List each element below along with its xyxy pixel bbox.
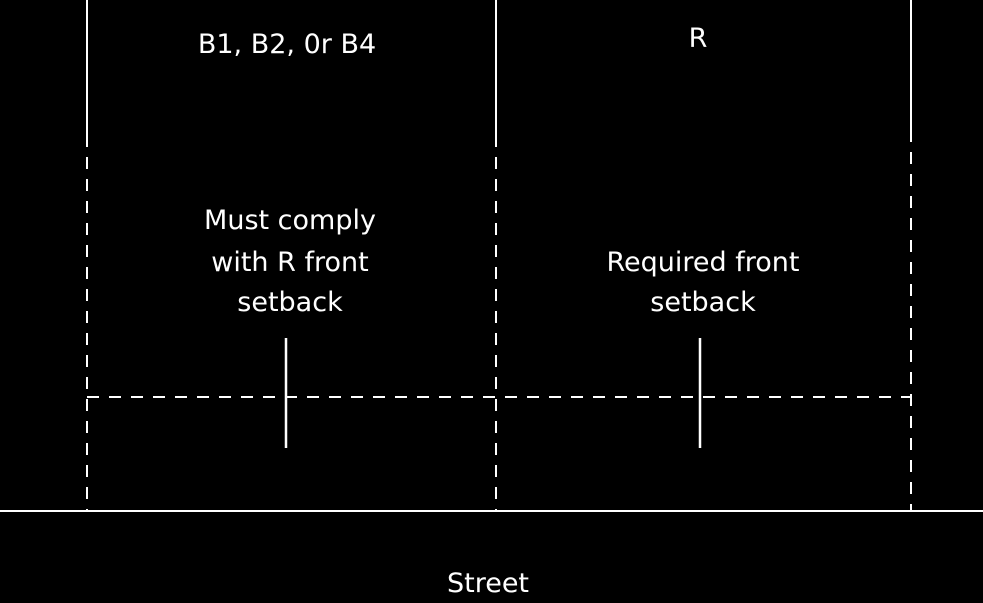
right-note-line-2: setback	[650, 287, 756, 318]
left-note-line-2: with R front	[211, 247, 368, 278]
left-note-line-3: setback	[237, 287, 343, 318]
street-label: Street	[447, 568, 529, 599]
left-zone-label: B1, B2, 0r B4	[198, 29, 376, 60]
right-note-line-1: Required front	[607, 247, 800, 278]
right-zone-label: R	[689, 23, 708, 54]
left-note-line-1: Must comply	[204, 205, 376, 236]
